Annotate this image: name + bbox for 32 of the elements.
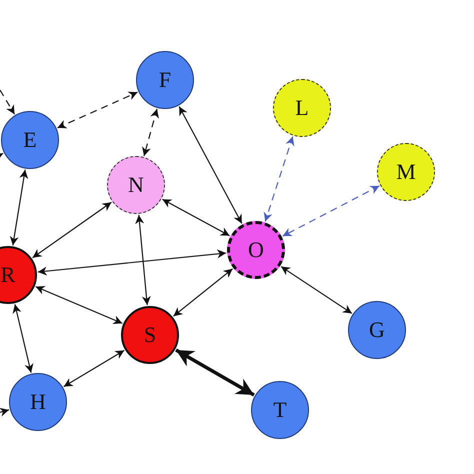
dashed-arrow — [264, 136, 294, 222]
arrow — [38, 249, 226, 276]
arrow — [280, 266, 352, 314]
node-label: T — [273, 397, 287, 423]
node-label: F — [158, 67, 172, 93]
arrow — [35, 286, 123, 324]
node-label: O — [248, 237, 264, 263]
circle-node — [121, 306, 179, 364]
arrow — [175, 348, 255, 397]
dashed-arrow — [282, 185, 380, 237]
dashed-arrow — [142, 108, 159, 156]
circle-node — [1, 111, 59, 169]
dashed-arrow — [0, 90, 16, 115]
node-label: G — [369, 317, 385, 343]
node-label: R — [0, 262, 16, 288]
node-label: L — [295, 95, 309, 121]
arrow — [162, 198, 230, 236]
arrow — [63, 350, 125, 388]
arrow — [32, 202, 112, 258]
node-label: S — [144, 322, 156, 348]
node-label: H — [30, 389, 46, 415]
node-label: N — [128, 172, 144, 198]
arrow — [12, 304, 34, 373]
circle-node — [227, 221, 285, 279]
node-label: M — [396, 159, 416, 185]
arrow — [173, 268, 233, 317]
arrow — [0, 408, 10, 417]
arrow — [135, 214, 151, 306]
dashed-arrow — [57, 92, 138, 128]
node-label: E — [23, 127, 37, 153]
arrow — [10, 170, 28, 246]
arrow — [178, 106, 242, 224]
